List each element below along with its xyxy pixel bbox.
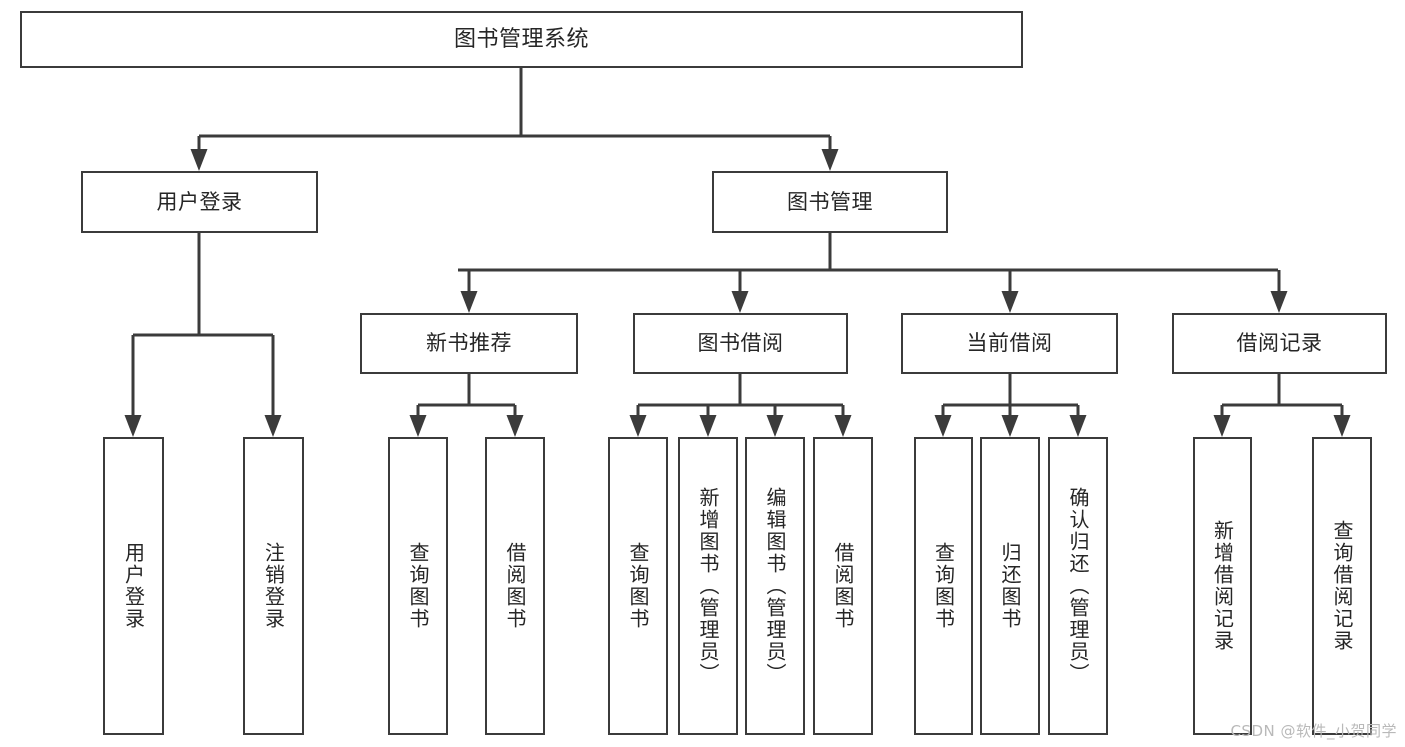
node-cu-return[interactable]: 归还图书 (980, 437, 1040, 735)
node-nb-query[interactable]: 查询图书 (388, 437, 448, 735)
arrowhead-ar-nb-query (409, 415, 427, 437)
node-label-cu-confirm: 确认归还（管理员） (1066, 487, 1090, 685)
node-newbook[interactable]: 新书推荐 (360, 313, 578, 374)
arrowhead-ar-record (1270, 291, 1288, 313)
node-label-userlogin: 用户登录 (121, 542, 146, 630)
arrowhead-ar-bw-borrow (834, 415, 852, 437)
node-label-bw-edit: 编辑图书（管理员） (763, 487, 787, 685)
node-label-rc-query: 查询借阅记录 (1330, 520, 1354, 652)
arrowhead-ar-cu-query (934, 415, 952, 437)
arrowhead-ar-current (1001, 291, 1019, 313)
node-rc-query[interactable]: 查询借阅记录 (1312, 437, 1372, 735)
node-cu-query[interactable]: 查询图书 (914, 437, 973, 735)
node-label-nb-borrow: 借阅图书 (503, 542, 527, 630)
node-rc-add[interactable]: 新增借阅记录 (1193, 437, 1252, 735)
arrowhead-ar-rc-query (1333, 415, 1351, 437)
node-bw-add[interactable]: 新增图书（管理员） (678, 437, 738, 735)
arrowhead-ar-bw-query (629, 415, 647, 437)
node-cu-confirm[interactable]: 确认归还（管理员） (1048, 437, 1108, 735)
node-label-cu-query: 查询图书 (931, 542, 956, 630)
node-label-newbook: 新书推荐 (426, 331, 512, 356)
node-label-borrow: 图书借阅 (697, 331, 784, 356)
node-nb-borrow[interactable]: 借阅图书 (485, 437, 545, 735)
node-label-bw-add: 新增图书（管理员） (696, 487, 720, 685)
arrowhead-ar-newbook (460, 291, 478, 313)
arrowhead-ar-nb-borrow (506, 415, 524, 437)
node-label-current: 当前借阅 (966, 331, 1053, 356)
arrowhead-ar-userlogout (264, 415, 282, 437)
node-label-bw-query: 查询图书 (626, 542, 650, 630)
node-bw-edit[interactable]: 编辑图书（管理员） (745, 437, 805, 735)
node-borrow[interactable]: 图书借阅 (633, 313, 848, 374)
arrowhead-ar-bw-add (699, 415, 717, 437)
node-label-login: 用户登录 (156, 189, 243, 214)
arrowhead-ar-bookmgmt (821, 149, 839, 171)
node-label-record: 借阅记录 (1236, 331, 1323, 356)
node-current[interactable]: 当前借阅 (901, 313, 1118, 374)
node-label-userlogout: 注销登录 (261, 542, 286, 630)
arrowhead-ar-cu-return (1001, 415, 1019, 437)
node-bw-query[interactable]: 查询图书 (608, 437, 668, 735)
arrowhead-ar-cu-confirm (1069, 415, 1087, 437)
node-label-bw-borrow: 借阅图书 (831, 542, 855, 630)
arrowhead-ar-login (190, 149, 208, 171)
node-bookmgmt[interactable]: 图书管理 (712, 171, 948, 233)
node-userlogin[interactable]: 用户登录 (103, 437, 164, 735)
node-login[interactable]: 用户登录 (81, 171, 318, 233)
node-label-root: 图书管理系统 (453, 26, 589, 52)
arrowhead-ar-rc-add (1213, 415, 1231, 437)
arrowhead-ar-borrow (731, 291, 749, 313)
node-userlogout[interactable]: 注销登录 (243, 437, 304, 735)
arrowhead-ar-bw-edit (766, 415, 784, 437)
node-record[interactable]: 借阅记录 (1172, 313, 1387, 374)
node-label-bookmgmt: 图书管理 (787, 189, 873, 214)
arrowhead-ar-userlogin (124, 415, 142, 437)
node-root[interactable]: 图书管理系统 (20, 11, 1023, 68)
node-label-rc-add: 新增借阅记录 (1210, 520, 1235, 652)
node-label-nb-query: 查询图书 (406, 542, 430, 630)
node-bw-borrow[interactable]: 借阅图书 (813, 437, 873, 735)
node-label-cu-return: 归还图书 (998, 542, 1022, 630)
